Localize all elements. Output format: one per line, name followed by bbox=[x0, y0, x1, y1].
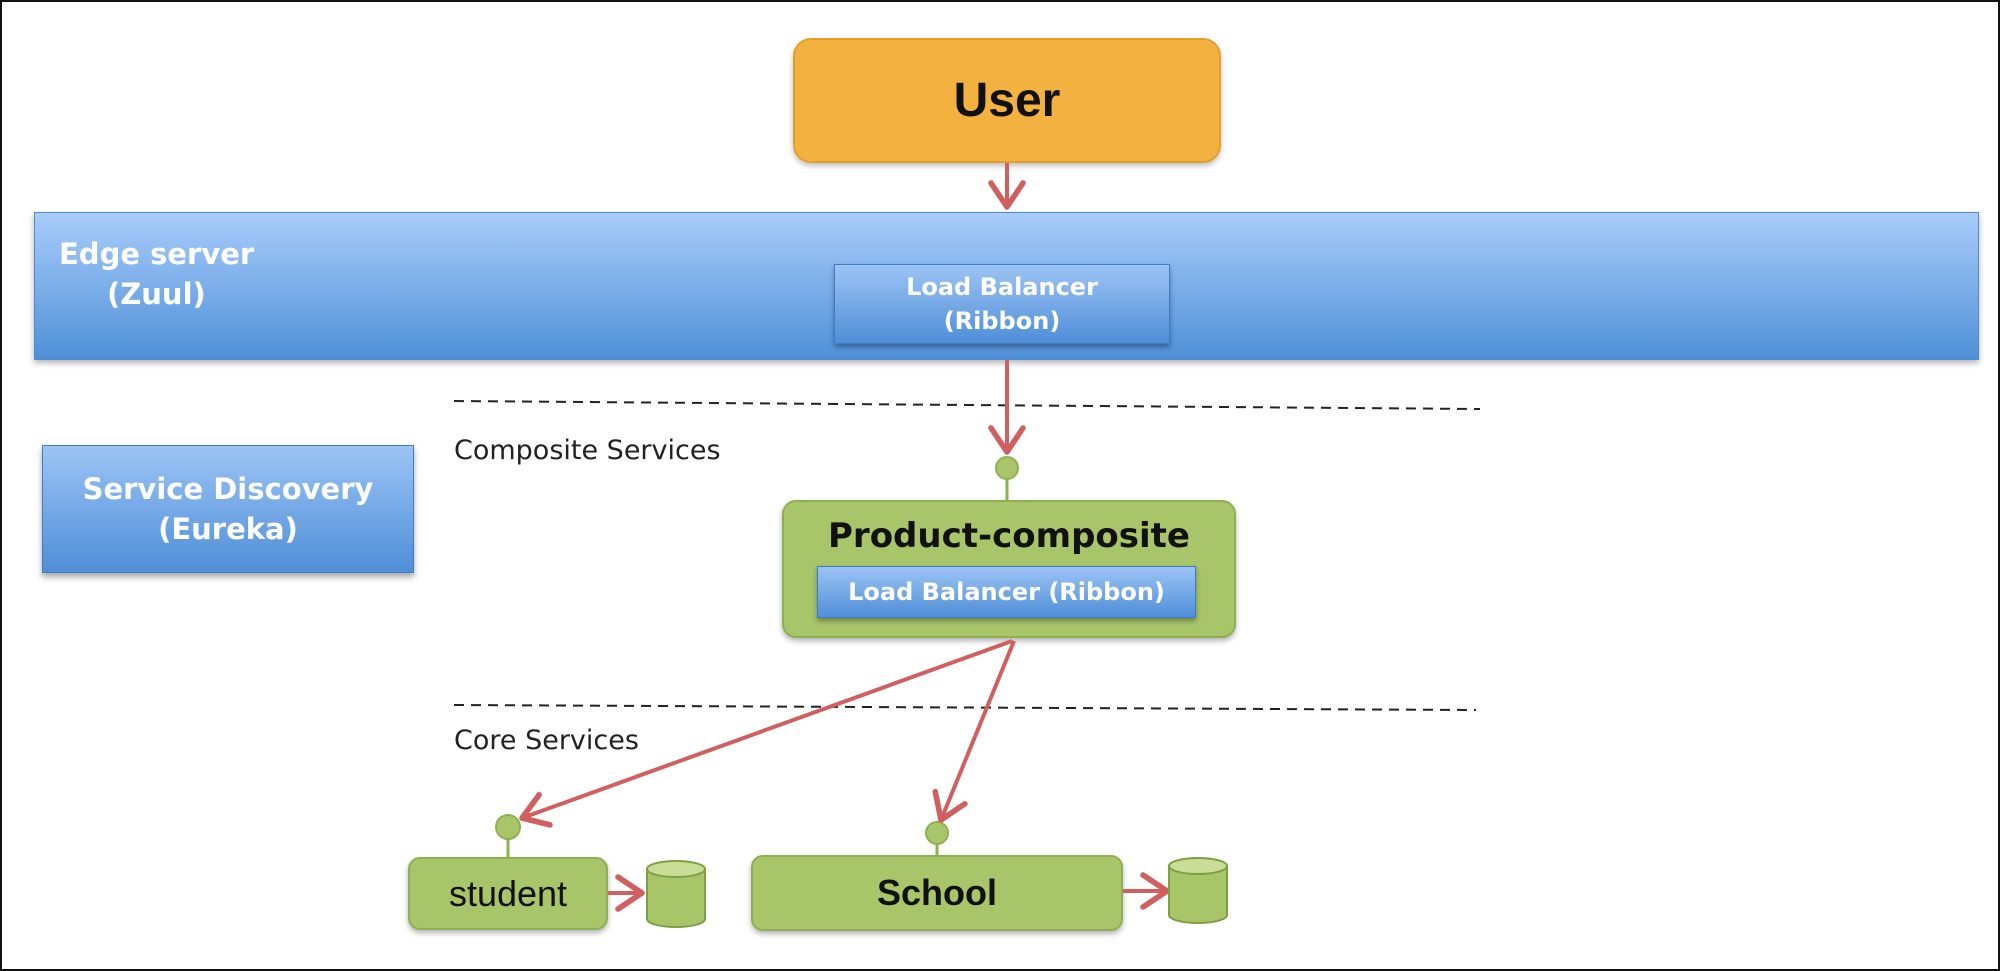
edge-load-balancer-box: Load Balancer (Ribbon) bbox=[834, 264, 1170, 344]
student-service-label: student bbox=[448, 872, 568, 914]
product-composite-title: Product-composite bbox=[828, 516, 1190, 556]
user-label: User bbox=[953, 74, 1061, 127]
user-box: User bbox=[793, 38, 1221, 163]
edge-lb-impl: (Ribbon) bbox=[943, 307, 1061, 335]
pc-interface-port bbox=[995, 456, 1019, 480]
school-interface-port bbox=[925, 821, 949, 845]
service-discovery-impl: (Eureka) bbox=[158, 512, 298, 546]
composite-divider-line bbox=[453, 400, 1481, 410]
composite-to-school-arrow bbox=[932, 640, 1016, 823]
service-discovery-box: Service Discovery (Eureka) bbox=[42, 445, 414, 573]
composite-services-label: Composite Services bbox=[454, 435, 721, 466]
edge-lb-name: Load Balancer bbox=[906, 273, 1098, 301]
edge-server-name: Edge server bbox=[59, 237, 255, 271]
student-interface-port bbox=[495, 814, 521, 840]
pc-lb-label: Load Balancer (Ribbon) bbox=[848, 578, 1165, 606]
edge-server-title: Edge server (Zuul) bbox=[59, 234, 254, 314]
product-composite-load-balancer: Load Balancer (Ribbon) bbox=[817, 566, 1196, 618]
school-database-icon bbox=[1168, 857, 1228, 924]
service-discovery-name: Service Discovery bbox=[82, 472, 374, 506]
student-database-icon bbox=[646, 860, 706, 928]
core-divider-line bbox=[453, 704, 1477, 711]
school-service-label: School bbox=[876, 872, 997, 913]
school-service-box: School bbox=[751, 855, 1123, 931]
student-service-box: student bbox=[408, 857, 608, 930]
edge-server-impl: (Zuul) bbox=[107, 277, 206, 311]
core-services-label: Core Services bbox=[454, 725, 639, 756]
